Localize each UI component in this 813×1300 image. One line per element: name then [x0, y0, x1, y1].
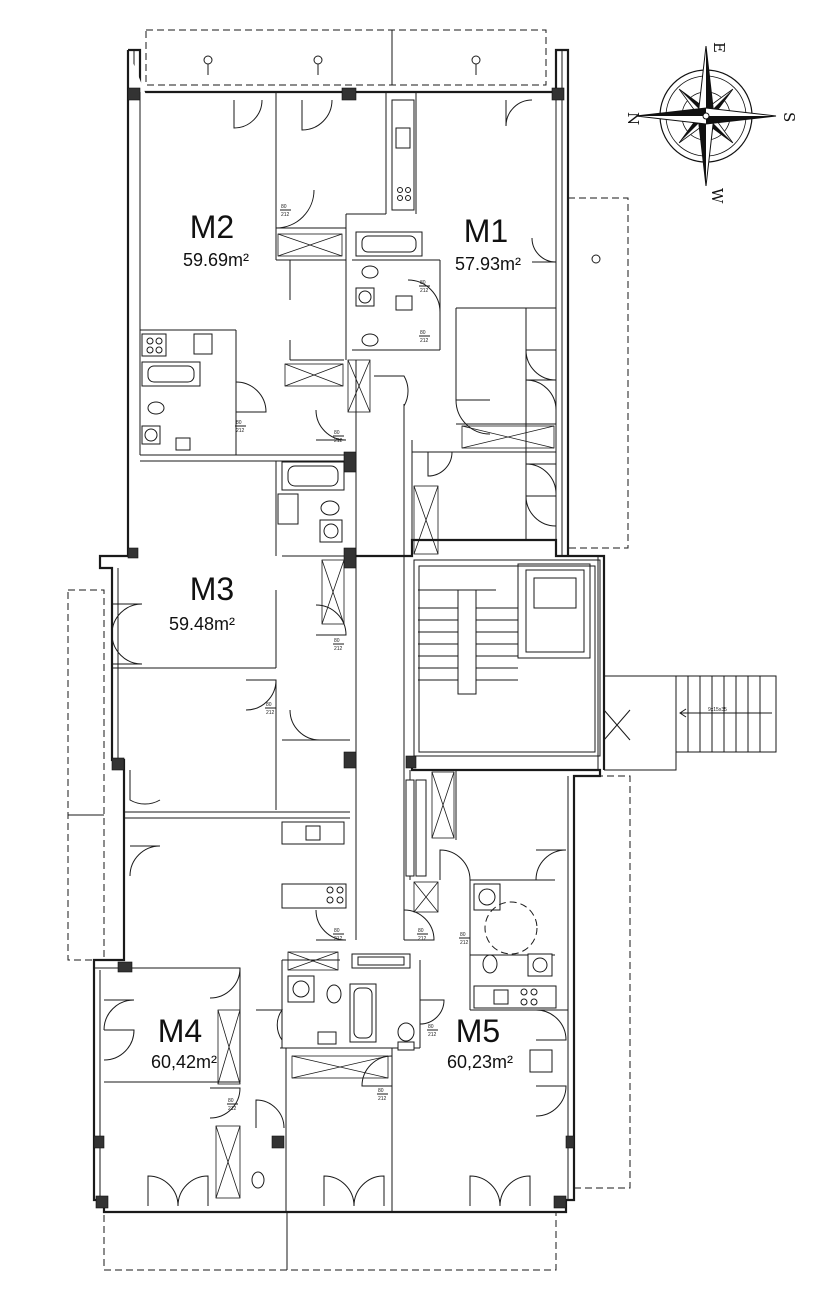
apartment-id: M5	[456, 1013, 500, 1049]
apartment-area: 60,23m²	[447, 1052, 513, 1072]
compass-north-label: N	[624, 112, 642, 125]
svg-text:80: 80	[378, 1088, 384, 1094]
exterior-walls	[92, 48, 677, 1214]
svg-text:212: 212	[334, 438, 343, 444]
doors	[103, 99, 631, 1207]
svg-text:212: 212	[378, 1096, 387, 1102]
apartment-id: M4	[158, 1013, 202, 1049]
svg-text:212: 212	[334, 936, 343, 942]
svg-text:80: 80	[334, 638, 340, 644]
apartment-area: 60,42m²	[151, 1052, 217, 1072]
apartment-area: 59.69m²	[183, 250, 249, 270]
apartment-area: 59.48m²	[169, 614, 235, 634]
svg-text:80: 80	[266, 702, 272, 708]
svg-text:212: 212	[334, 646, 343, 652]
svg-text:80: 80	[281, 204, 287, 210]
entrance-stairs: 9x15x35	[675, 675, 777, 753]
svg-text:80: 80	[420, 280, 426, 286]
compass-west-label: W	[708, 188, 726, 204]
apartment-id: M1	[464, 213, 508, 249]
svg-text:212: 212	[228, 1106, 237, 1112]
stairs-label: 9x15x35	[708, 707, 727, 713]
compass-south-label: S	[780, 112, 798, 122]
compass-rose-icon	[635, 45, 777, 187]
svg-text:212: 212	[420, 338, 429, 344]
apartment-area: 57.93m²	[455, 254, 521, 274]
apartment-id: M3	[190, 571, 234, 607]
fixtures	[141, 55, 601, 1189]
svg-text:212: 212	[236, 428, 245, 434]
apartment-labels: M2 59.69m² M1 57.93m² M3 59.48m² M4 60,4…	[151, 209, 521, 1072]
svg-text:80: 80	[228, 1098, 234, 1104]
svg-text:80: 80	[236, 420, 242, 426]
wardrobes	[215, 233, 555, 1199]
stairwell	[413, 559, 601, 757]
svg-text:80: 80	[418, 928, 424, 934]
svg-text:80: 80	[428, 1024, 434, 1030]
svg-text:212: 212	[281, 212, 290, 218]
svg-text:80: 80	[334, 430, 340, 436]
apartment-id: M2	[190, 209, 234, 245]
structural-columns	[93, 87, 575, 1209]
svg-text:212: 212	[420, 288, 429, 294]
svg-text:212: 212	[460, 940, 469, 946]
svg-text:212: 212	[418, 936, 427, 942]
svg-text:80: 80	[334, 928, 340, 934]
svg-text:80: 80	[460, 932, 466, 938]
compass-east-label: E	[710, 42, 728, 53]
svg-text:80: 80	[420, 330, 426, 336]
svg-text:212: 212	[428, 1032, 437, 1038]
svg-text:212: 212	[266, 710, 275, 716]
